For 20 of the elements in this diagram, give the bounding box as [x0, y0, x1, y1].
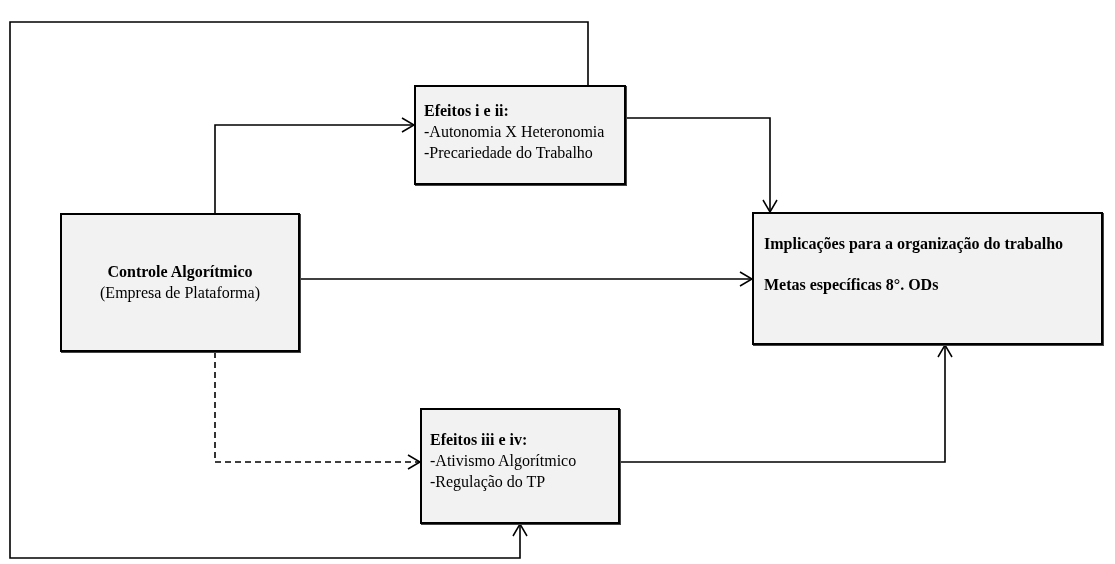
- process-box: [60, 213, 300, 352]
- process-box: [420, 408, 620, 524]
- box-text: -Regulação do TP: [430, 471, 547, 493]
- process-box: [752, 212, 1103, 345]
- box-text: -Precariedade do Trabalho: [424, 142, 594, 163]
- box-text: -Ativismo Algorítmico: [430, 450, 578, 472]
- arrow: [214, 351, 421, 470]
- box-heading: Efeitos i e ii:: [424, 101, 510, 121]
- process-box: [414, 85, 626, 185]
- arrow: [619, 344, 953, 463]
- arrow: [9, 21, 589, 559]
- box-heading: Controle Algorítmico: [106, 261, 254, 283]
- arrow: [214, 117, 415, 214]
- arrow: [625, 117, 778, 213]
- box-heading: Efeitos iii e iv:: [430, 430, 529, 450]
- box-text: -Autonomia X Heteronomia: [424, 121, 606, 142]
- box-text: Metas específicas 8°. ODs: [764, 274, 940, 296]
- arrow: [299, 271, 753, 287]
- box-heading: Implicações para a organização do trabalho: [764, 234, 1065, 255]
- box-text: (Empresa de Plataforma): [99, 282, 261, 304]
